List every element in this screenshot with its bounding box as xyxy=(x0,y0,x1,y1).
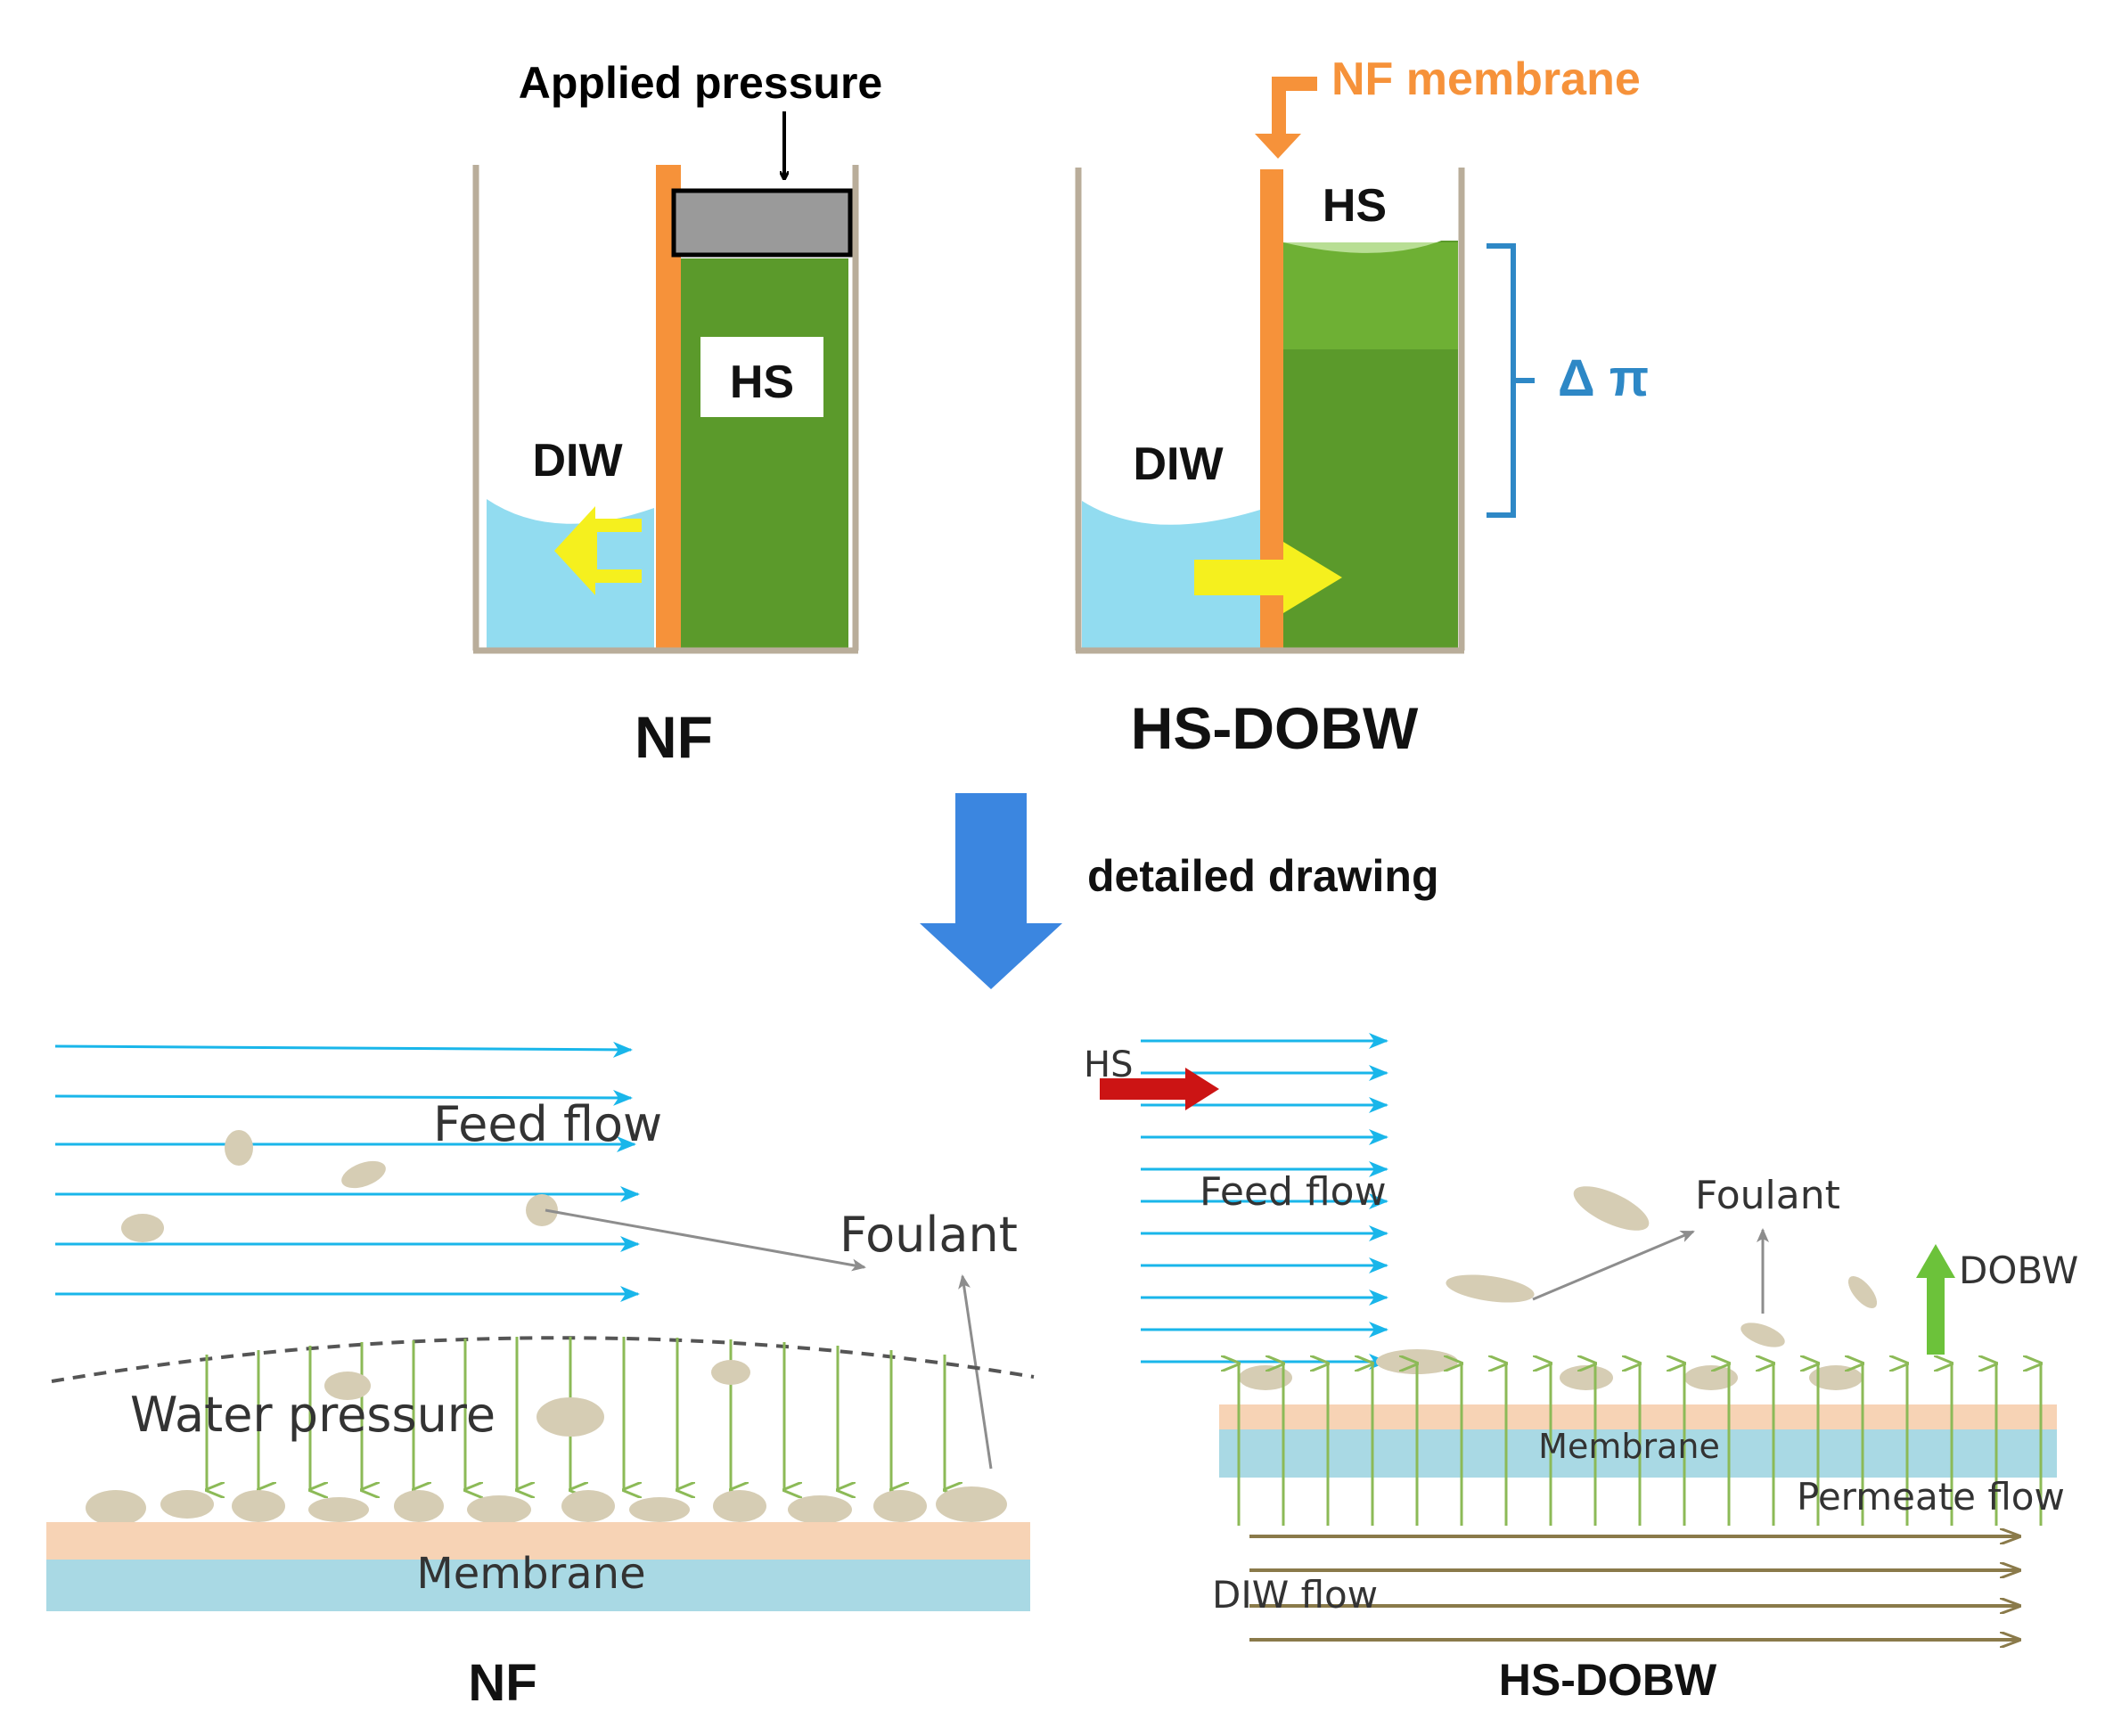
hs-label-bottom: HS xyxy=(1084,1044,1133,1085)
nf-detail xyxy=(46,1041,1035,1611)
membrane-layer-blue xyxy=(46,1560,1030,1611)
foulant-label-right: Foulant xyxy=(1695,1173,1840,1218)
hs-gradient-top xyxy=(1283,242,1458,349)
feed-flow-arrows-right xyxy=(1141,1033,1388,1370)
hs-inflow-arrow xyxy=(1100,1068,1219,1110)
applied-pressure-label: Applied pressure xyxy=(519,58,882,108)
nf-caption-bottom: NF xyxy=(468,1654,536,1712)
nf-caption-top: NF xyxy=(635,704,713,770)
feed-flow-label-left: Feed flow xyxy=(433,1096,662,1152)
membrane-layer-peach-right xyxy=(1219,1404,2057,1429)
hs-dobw-tank xyxy=(1075,77,1535,654)
yellow-arrow-left xyxy=(554,506,642,595)
dobw-label: DOBW xyxy=(1959,1249,2078,1292)
pressure-boundary xyxy=(51,1336,1035,1383)
permeate-flow-label: Permeate flow xyxy=(1797,1475,2065,1519)
diw-meniscus xyxy=(487,499,654,524)
detailed-drawing-label: detailed drawing xyxy=(1087,851,1439,901)
membrane-layer-blue-right xyxy=(1219,1429,2057,1478)
water-pressure-label: Water pressure xyxy=(130,1387,496,1443)
permeate-arrows xyxy=(1239,1363,2041,1526)
foulant-pointer-2 xyxy=(958,1274,993,1470)
water-pressure-arrows xyxy=(207,1337,945,1490)
hs-dobw-caption-bottom: HS-DOBW xyxy=(1499,1655,1717,1705)
delta-pi-label: Δ π xyxy=(1558,349,1649,407)
hs-label-left: HS xyxy=(730,356,794,408)
dobw-arrow xyxy=(1916,1244,1955,1355)
nf-membrane-label: NF membrane xyxy=(1331,53,1641,105)
feed-flow-arrows-left xyxy=(54,1041,640,1302)
detailed-drawing-arrow xyxy=(920,793,1062,989)
foulant-particles-feed xyxy=(121,1130,558,1242)
hs-dobw-caption-top: HS-DOBW xyxy=(1131,695,1419,761)
foulant-particles-right xyxy=(1239,1186,1878,1390)
membrane-label-right: Membrane xyxy=(1538,1427,1720,1466)
diw-flow-label: DIW flow xyxy=(1212,1573,1378,1617)
hs-solution xyxy=(681,258,848,649)
diw-label-right: DIW xyxy=(1133,438,1224,490)
foulant-label-left: Foulant xyxy=(840,1207,1018,1263)
hs-label-right: HS xyxy=(1323,180,1387,232)
hs-label-box xyxy=(700,337,823,417)
diw-flow-arrows xyxy=(1249,1536,2019,1640)
nf-tank xyxy=(472,111,859,654)
foulant-layer-left xyxy=(86,1360,1007,1526)
diw-label-left: DIW xyxy=(532,435,623,487)
foulant-pointer-3 xyxy=(1532,1230,1695,1301)
membrane-label-left: Membrane xyxy=(416,1549,645,1599)
yellow-arrow-right xyxy=(1194,542,1342,613)
hs-dobw-detail xyxy=(1100,1033,2057,1640)
feed-flow-label-right: Feed flow xyxy=(1200,1169,1387,1215)
piston xyxy=(671,188,853,258)
membrane-layer-peach xyxy=(46,1522,1030,1560)
foulant-pointer-1 xyxy=(545,1208,866,1272)
delta-pi-bracket xyxy=(1487,243,1535,518)
nf-membrane-pointer xyxy=(1255,77,1317,159)
